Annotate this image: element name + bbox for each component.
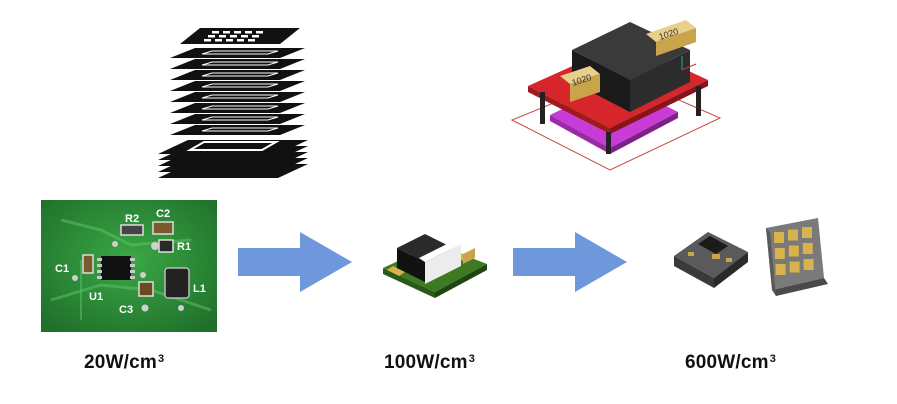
- pcb-label-r1: R1: [177, 241, 191, 253]
- discrete-pcb-photo: R2 C2 R1 C1 U1 C3 L1: [41, 200, 217, 332]
- 3d-module-stack-render: 1020 1020: [510, 20, 722, 171]
- power-density-label-600: 600W/cm3: [685, 352, 777, 373]
- pcb-label-l1: L1: [193, 283, 206, 295]
- chip-scale-packages-illustration: [674, 218, 828, 296]
- pcb-label-c2: C2: [156, 208, 170, 220]
- arrow-right-icon: [513, 232, 627, 292]
- power-density-label-100: 100W/cm3: [384, 352, 476, 373]
- pcb-label-c3: C3: [119, 304, 133, 316]
- stacked-magnetic-layers-illustration: [158, 28, 308, 180]
- pcb-label-c1: C1: [55, 263, 69, 275]
- power-density-label-20: 20W/cm3: [84, 352, 165, 373]
- pcb-label-r2: R2: [125, 213, 139, 225]
- pcb-label-u1: U1: [89, 291, 103, 303]
- arrow-right-icon: [238, 232, 352, 292]
- power-module-package-illustration: [383, 234, 487, 298]
